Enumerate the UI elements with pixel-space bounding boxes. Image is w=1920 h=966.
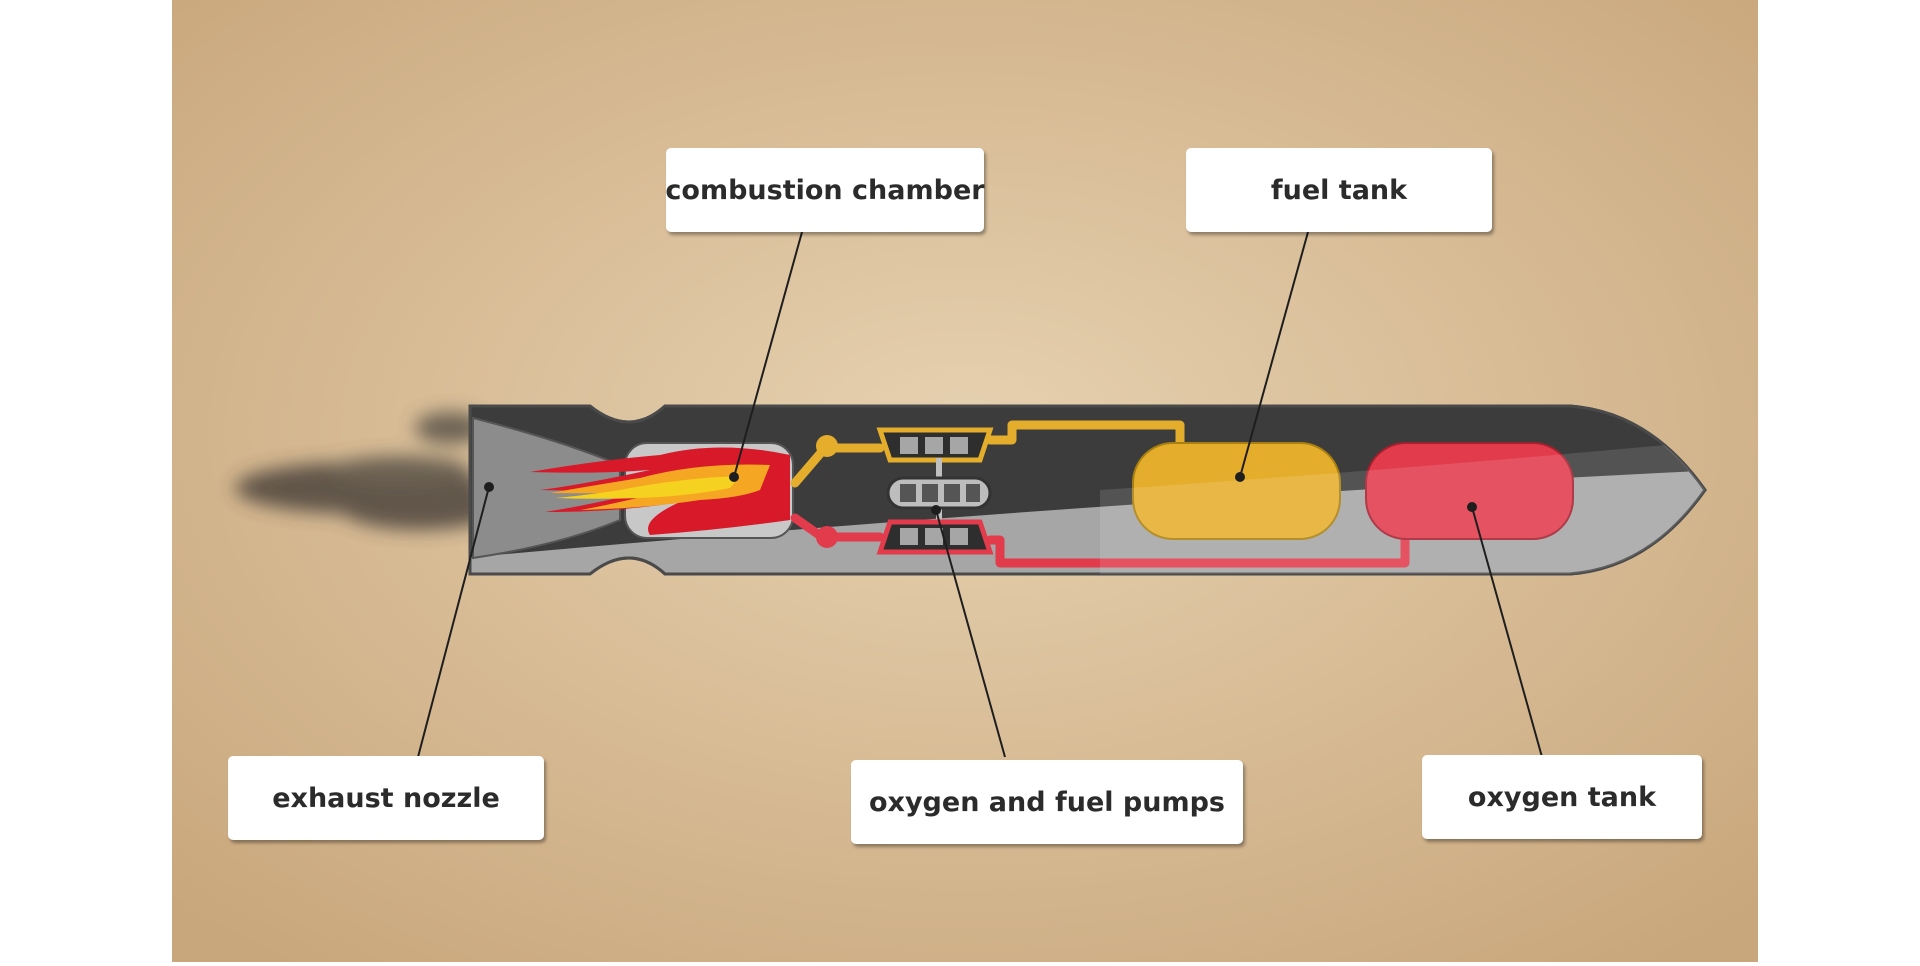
turbine <box>886 458 992 526</box>
leader-lines <box>417 231 1543 758</box>
label-fuel-tank: fuel tank <box>1186 148 1492 232</box>
fuel-tank-shape <box>1132 442 1341 540</box>
nozzle-interior <box>472 416 621 560</box>
label-combustion-chamber: combustion chamber <box>665 148 985 232</box>
label-oxygen-and-fuel-pumps: oxygen and fuel pumps <box>851 760 1243 844</box>
fuel-valve <box>816 435 838 457</box>
fuel-pump <box>876 427 994 463</box>
flame <box>530 447 790 535</box>
label-oxygen-tank: oxygen tank <box>1422 755 1702 839</box>
oxygen-pump <box>876 519 994 555</box>
exhaust-smoke <box>235 412 500 530</box>
label-exhaust-nozzle: exhaust nozzle <box>228 756 544 840</box>
oxygen-tank-shape <box>1365 442 1574 540</box>
oxygen-valve <box>816 526 838 548</box>
body-sheen <box>1100 440 1705 574</box>
